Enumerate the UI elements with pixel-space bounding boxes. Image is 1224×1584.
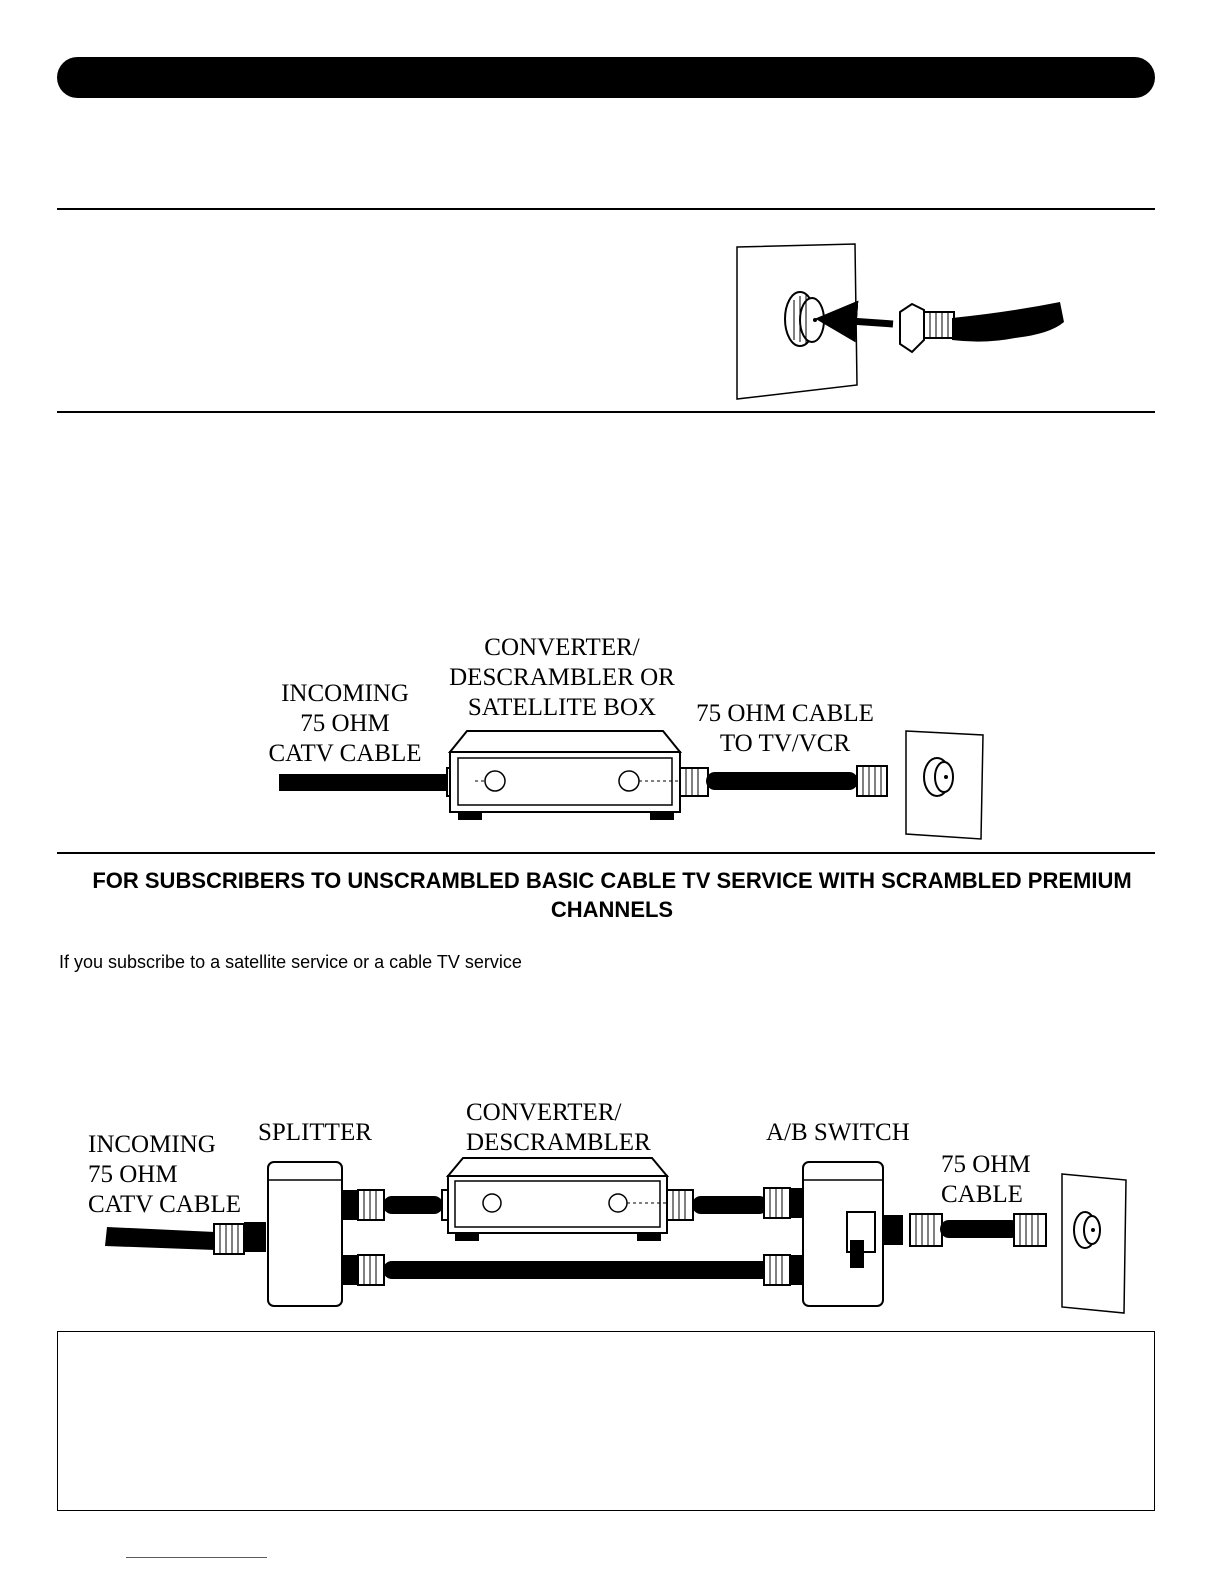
d1-out-label: 75 OHM CABLE TO TV/VCR (696, 700, 874, 757)
divider-3 (57, 852, 1155, 854)
d2-switch-label: A/B SWITCH (766, 1119, 910, 1146)
d1-incoming-label: INCOMING 75 OHM CATV CABLE (268, 680, 422, 767)
divider-2 (57, 411, 1155, 413)
header-bar (57, 57, 1155, 98)
d2-incoming-label: INCOMING 75 OHM CATV CABLE (88, 1131, 242, 1218)
footer-link-underline[interactable] (126, 1557, 267, 1558)
d1-box-label: CONVERTER/ DESCRAMBLER OR SATELLITE BOX (449, 634, 675, 721)
section-title: FOR SUBSCRIBERS TO UNSCRAMBLED BASIC CAB… (92, 868, 1132, 922)
divider-1 (57, 208, 1155, 210)
d2-cable-label: 75 OHM CABLE (941, 1151, 1031, 1208)
d2-converter-label: CONVERTER/ DESCRAMBLER (466, 1099, 651, 1156)
note-box (57, 1331, 1155, 1511)
section-body: If you subscribe to a satellite service … (59, 952, 522, 972)
d2-splitter-label: SPLITTER (258, 1119, 372, 1146)
